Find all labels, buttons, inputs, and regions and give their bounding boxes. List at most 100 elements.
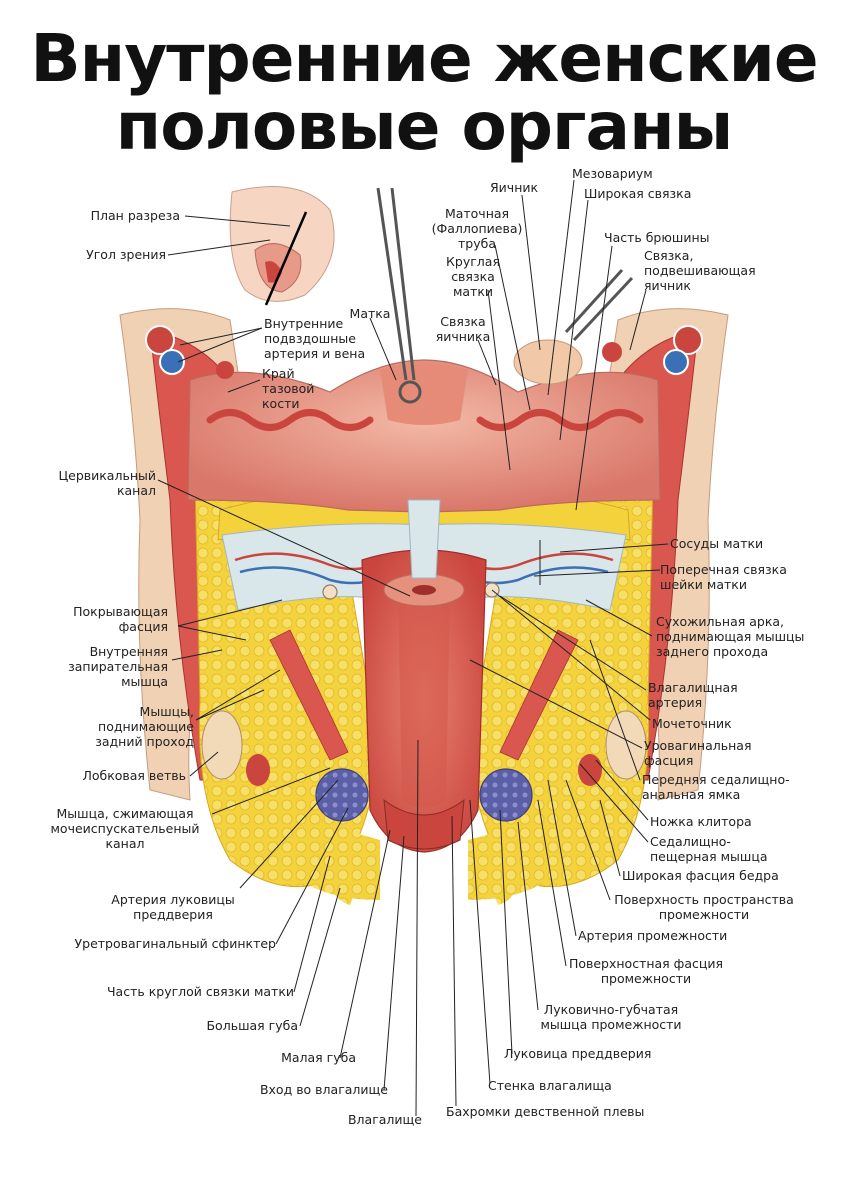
label-vlagalishchnaya-arteria: Влагалищная артерия xyxy=(648,680,738,710)
label-sukhozhilnaya-line2: поднимающая мышцы xyxy=(656,629,805,644)
title-line-2: половые органы xyxy=(115,88,734,165)
label-vnutr-zapir-line2: запирательная xyxy=(68,659,168,674)
label-myshtsy-podn-line3: задний проход xyxy=(95,734,194,749)
label-matochnaya-truba: Маточная (Фаллопиева) труба xyxy=(424,206,530,251)
label-svyazka-yaichnika: Связка яичника xyxy=(428,314,498,344)
label-poverkh-fasciya-line2: промежности xyxy=(600,971,692,986)
label-ugol-zreniya: Угол зрения xyxy=(86,247,166,262)
label-arteria-lukov-line1: Артерия луковицы xyxy=(111,892,235,907)
label-perednyaya-line2: анальная ямка xyxy=(642,787,741,802)
label-urovag-line1: Уровагинальная xyxy=(644,738,752,753)
label-podvesh-line3: яичник xyxy=(644,278,691,293)
label-urovag-line2: фасция xyxy=(644,753,694,768)
label-perednyaya-yamka: Передняя седалищно- анальная ямка xyxy=(642,772,790,802)
label-arteria-promezhnosti: Артерия промежности xyxy=(578,928,728,943)
label-kray-line3: кости xyxy=(262,396,300,411)
label-chast-krugloy-svyazki: Часть круглой связки матки xyxy=(106,984,294,999)
label-vlagalishche: Влагалище xyxy=(347,1112,422,1127)
label-lobkovaya-vetv: Лобковая ветвь xyxy=(82,768,186,783)
label-vnutr-arteria-line1: Внутренние xyxy=(264,316,344,331)
label-poverkhnostnaya-fasciya: Поверхностная фасция промежности xyxy=(566,956,726,986)
label-sukhozhilnaya-line3: заднего прохода xyxy=(656,644,769,659)
label-bolshaya-guba: Большая губа xyxy=(206,1018,298,1033)
label-vlag-arteria-line1: Влагалищная xyxy=(648,680,738,695)
label-lukovichno-line2: мышца промежности xyxy=(540,1017,682,1032)
label-shirokaya-svyazka: Широкая связка xyxy=(584,186,692,201)
label-kruglaya-line3: матки xyxy=(452,284,494,299)
title-line-1: Внутренние женские xyxy=(30,20,818,97)
label-poperechnaya-svyazka: Поперечная связка шейки матки xyxy=(660,562,787,592)
label-yaichnik: Яичник xyxy=(490,180,539,195)
label-urovaginalnaya-fasciya: Уровагинальная фасция xyxy=(644,738,751,768)
label-malaya-guba: Малая губа xyxy=(281,1050,356,1065)
label-nozhka-klitora: Ножка клитора xyxy=(650,814,752,829)
label-vkhod-vo-vlagalishche: Вход во влагалище xyxy=(259,1082,388,1097)
label-matka: Матка xyxy=(349,306,391,321)
label-mochetochnik: Мочеточник xyxy=(652,716,732,731)
label-cervikalny-kanal: Цервикальный канал xyxy=(40,468,156,498)
label-sosudy-matki: Сосуды матки xyxy=(670,536,764,551)
label-mezovarium: Мезовариум xyxy=(572,166,653,181)
label-vnutr-arteria-line3: артерия и вена xyxy=(264,346,366,361)
forceps-left xyxy=(376,187,422,404)
label-kray-line1: Край xyxy=(262,366,295,381)
label-vnutr-zapir-line1: Внутренняя xyxy=(89,644,168,659)
label-lukovichno-gubchataya: Луковично-губчатая мышца промежности xyxy=(536,1002,686,1032)
label-myshtsa-szhimayushchaya: Мышца, сжимающая мочеиспускательеный кан… xyxy=(40,806,210,851)
label-pokryvayushchaya-line1: Покрывающая xyxy=(73,604,168,619)
label-lukovichno-line1: Луковично-губчатая xyxy=(543,1002,679,1017)
label-svyazka-yaichnika-line1: Связка xyxy=(440,314,486,329)
label-cervikalny-line2: канал xyxy=(116,483,156,498)
label-shirokaya-fasciya-bedra: Широкая фасция бедра xyxy=(622,868,779,883)
label-arteria-lukov-line2: преддверия xyxy=(133,907,213,922)
label-plan-razreza: План разреза xyxy=(90,208,180,223)
label-kray-tazovoy-kosti: Край тазовой кости xyxy=(262,366,314,411)
label-uretrovaginalny-sfinkter: Уретровагинальный сфинктер xyxy=(74,936,276,951)
label-myshtsy-podnimayushchie: Мышцы, поднимающие задний проход xyxy=(70,704,194,749)
label-kray-line2: тазовой xyxy=(262,381,315,396)
label-stenka-vlagalishcha: Стенка влагалища xyxy=(488,1078,612,1093)
label-matochnaya-line2: (Фаллопиева) xyxy=(431,221,523,236)
label-pokryvayushchaya-fasciya: Покрывающая фасция xyxy=(56,604,168,634)
label-sedalishchno-line2: пещерная мышца xyxy=(650,849,768,864)
label-sedalishchno-peshchernaya: Седалищно- пещерная мышца xyxy=(650,834,768,864)
label-pokryvayushchaya-line2: фасция xyxy=(118,619,168,634)
label-cervikalny-line1: Цервикальный xyxy=(58,468,156,483)
pelvis-body xyxy=(119,308,729,905)
label-vnutr-arteria: Внутренние подвздошные артерия и вена xyxy=(264,316,365,361)
label-myshtsy-podn-line2: поднимающие xyxy=(98,719,194,734)
label-poverkhnost-line1: Поверхность пространства xyxy=(614,892,794,907)
label-lukovitsa-preddveriya: Луковица преддверия xyxy=(504,1046,652,1061)
label-sukhozhilnaya-line1: Сухожильная арка, xyxy=(656,614,785,629)
label-matochnaya-line3: труба xyxy=(458,236,496,251)
label-myshtsa-szhim-line3: канал xyxy=(105,836,145,851)
label-podvesh-line2: подвешивающая xyxy=(644,263,756,278)
label-myshtsy-podn-line1: Мышцы, xyxy=(139,704,194,719)
label-poverkh-fasciya-line1: Поверхностная фасция xyxy=(568,956,724,971)
label-svyazka-yaichnika-line2: яичника xyxy=(435,329,491,344)
label-matochnaya-line1: Маточная xyxy=(444,206,510,221)
label-podvesh-line1: Связка, xyxy=(644,248,694,263)
label-kruglaya-line1: Круглая xyxy=(446,254,500,269)
label-perednyaya-line1: Передняя седалищно- xyxy=(642,772,790,787)
label-kruglaya-line2: связка xyxy=(451,269,495,284)
label-myshtsa-szhim-line1: Мышца, сжимающая xyxy=(56,806,194,821)
label-vnutr-zapiratelnaya: Внутренняя запирательная мышца xyxy=(46,644,168,689)
inset-section-sketch xyxy=(229,186,335,306)
label-sukhozhilnaya-arka: Сухожильная арка, поднимающая мышцы задн… xyxy=(656,614,804,659)
label-myshtsa-szhim-line2: мочеиспускательеный xyxy=(50,821,200,836)
label-poperechnaya-line2: шейки матки xyxy=(660,577,747,592)
label-vnutr-zapir-line3: мышца xyxy=(121,674,168,689)
label-bakhromki: Бахромки девственной плевы xyxy=(446,1104,645,1119)
label-poverkhnost-prostranstva: Поверхность пространства промежности xyxy=(612,892,796,922)
label-poverkhnost-line2: промежности xyxy=(658,907,750,922)
label-poperechnaya-line1: Поперечная связка xyxy=(660,562,787,577)
label-svyazka-podvesh: Связка, подвешивающая яичник xyxy=(644,248,756,293)
label-kruglaya-svyazka: Круглая связка матки xyxy=(438,254,508,299)
label-sedalishchno-line1: Седалищно- xyxy=(650,834,731,849)
label-vnutr-arteria-line2: подвздошные xyxy=(264,331,356,346)
label-vlag-arteria-line2: артерия xyxy=(648,695,703,710)
label-chast-bryushiny: Часть брюшины xyxy=(604,230,710,245)
label-arteria-lukovitsy: Артерия луковицы преддверия xyxy=(106,892,240,922)
